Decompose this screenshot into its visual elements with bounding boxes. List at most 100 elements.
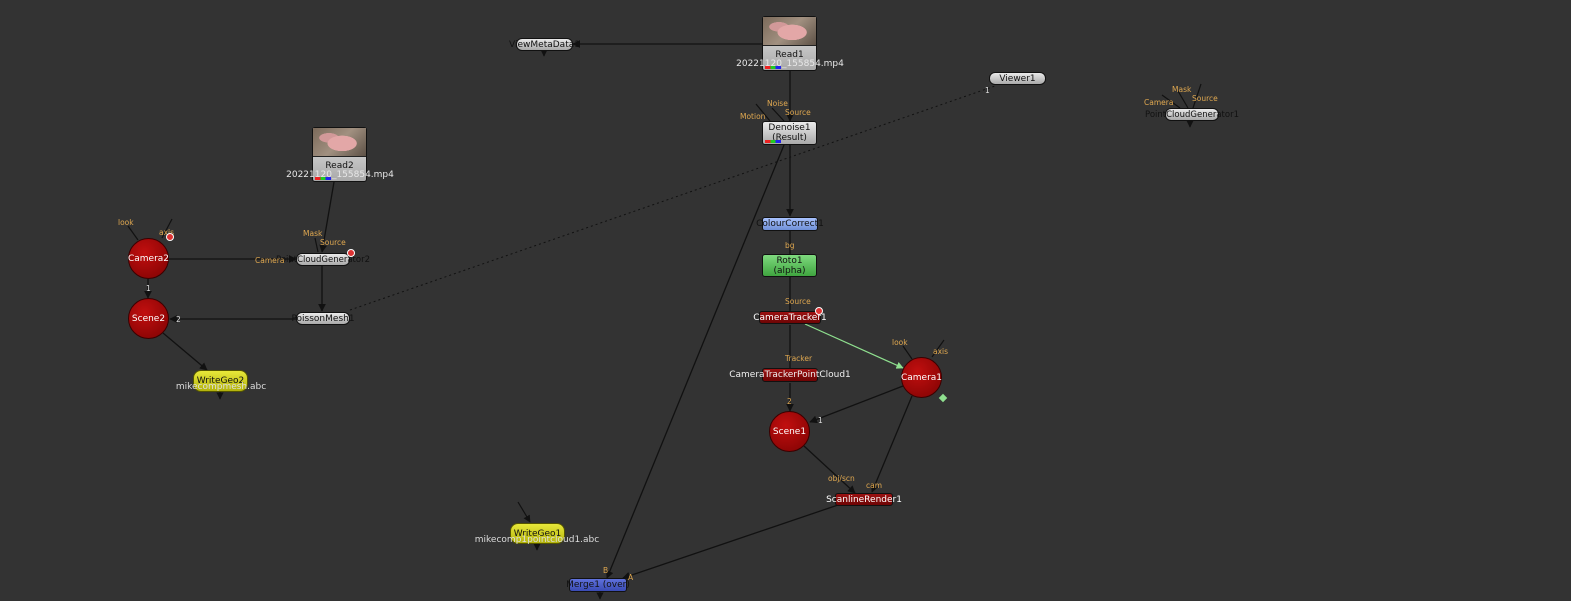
scene1-port-1: 1: [818, 416, 823, 425]
read1-label: Read1: [775, 50, 804, 60]
denoise1-port-motion: Motion: [740, 112, 766, 121]
edge-scene1-scanline[interactable]: [803, 445, 856, 494]
scanlinerender1-port-objscn: obj/scn: [828, 474, 855, 483]
denoise1-channel-swatch: [765, 140, 781, 143]
writegeo2-file: mikecompmesh.abc: [175, 382, 267, 392]
edge-poisson-viewer[interactable]: [349, 85, 996, 311]
camera1-port-look: look: [892, 338, 908, 347]
roto1-label: Roto1: [776, 255, 803, 266]
cameratrackerpointcloud1-node[interactable]: [762, 368, 818, 382]
edge-read2-pcg2[interactable]: [319, 181, 335, 253]
read2-label: Read2: [325, 161, 354, 171]
roto1-node[interactable]: Roto1 (alpha): [762, 254, 817, 277]
writegeo1-file: mikecomp1pointcloud1.abc: [474, 535, 600, 545]
cameratrackerpointcloud1-label: CameraTrackerPointCloud1: [729, 370, 851, 380]
pcg2-port-source: Source: [320, 238, 346, 247]
scene1-node[interactable]: Scene1: [769, 411, 810, 452]
writegeo2-node[interactable]: WriteGeo2: [193, 370, 248, 392]
cameratracker1-node[interactable]: CameraTracker1: [753, 311, 827, 324]
edge-pcg1-camera-stub: [1161, 94, 1181, 109]
merge1-port-a: A: [628, 573, 634, 582]
merge1-node[interactable]: Merge1 (over): [566, 578, 630, 592]
edge-ct-camera1-link[interactable]: [804, 323, 904, 369]
viewer1-input-1: 1: [985, 86, 990, 95]
edge-pcg1-mask-stub: [1177, 90, 1189, 109]
edge-scanline-merge[interactable]: [622, 504, 839, 580]
viewer1-node[interactable]: Viewer1: [989, 72, 1046, 85]
read2-thumbnail: [313, 128, 366, 157]
edge-writegeo1-stub: [517, 501, 531, 523]
denoise1-node[interactable]: Denoise1 (Result): [762, 121, 817, 145]
edge-noise-stub: [771, 107, 785, 122]
merge1-port-b: B: [603, 566, 609, 575]
viewer1-label: Viewer1: [999, 73, 1036, 84]
scene1-label: Scene1: [772, 426, 807, 437]
camera2-port-axis: axis: [159, 228, 175, 237]
cameratracker1-label: CameraTracker1: [753, 312, 827, 323]
edge-scene2-writegeo2[interactable]: [162, 332, 208, 371]
scene2-node[interactable]: Scene2: [128, 298, 169, 339]
denoise1-port-source: Source: [785, 108, 811, 117]
pointcloudgenerator1-node[interactable]: PointCloudGenerator1: [1145, 108, 1239, 121]
camera1-node[interactable]: Camera1: [901, 357, 942, 398]
denoise1-sub: (Result): [772, 133, 807, 143]
colourcorrect1-label: ColourCorrect1: [756, 219, 824, 229]
edge-camera2-look-stub: [127, 225, 139, 241]
pointcloudgenerator2-node[interactable]: PointCloudGenerator2: [276, 253, 370, 266]
read2-channel-swatch: [315, 177, 331, 180]
scanlinerender1-node[interactable]: ScanlineRender1: [826, 493, 902, 506]
pcg1-port-camera: Camera: [1144, 98, 1174, 107]
read1-node[interactable]: Read1: [762, 16, 817, 71]
edge-pcg1-source-stub: [1192, 83, 1202, 109]
pcg2-port-camera: Camera: [255, 256, 285, 265]
scene2-port-1: 1: [146, 284, 151, 293]
denoise1-port-noise: Noise: [767, 99, 788, 108]
pointcloudgenerator2-label: PointCloudGenerator2: [276, 254, 370, 265]
scanlinerender1-port-cam: cam: [866, 481, 883, 490]
camera2-node[interactable]: Camera2: [128, 238, 169, 279]
denoise1-label: Denoise1: [768, 123, 811, 133]
camera1-port-axis: axis: [933, 347, 949, 356]
pcg1-port-mask: Mask: [1172, 85, 1192, 94]
writegeo1-label: WriteGeo1: [513, 528, 562, 539]
edge-camera2-axis-stub: [161, 218, 173, 239]
writegeo1-node[interactable]: WriteGeo1: [510, 523, 565, 544]
roto1-port-bg: bg: [785, 241, 795, 250]
camera2-plus-icon: [166, 233, 174, 241]
read1-file: 20221120_155854.mp4: [736, 59, 844, 69]
pcg2-port-mask: Mask: [303, 229, 323, 238]
edge-look-stub: [902, 345, 913, 360]
pointcloudgenerator1-label: PointCloudGenerator1: [1145, 109, 1239, 120]
read1-thumbnail: [763, 17, 816, 46]
scene2-label: Scene2: [131, 313, 166, 324]
read2-node[interactable]: Read2: [312, 127, 367, 182]
edge-pcg2-mask-stub: [314, 237, 319, 253]
pcg2-plus-icon: [347, 249, 355, 257]
edge-denoise-merge[interactable]: [606, 144, 785, 579]
viewmetadata1-label: ViewMetaData1: [509, 39, 580, 50]
cameratracker1-port-source: Source: [785, 297, 811, 306]
poissonmesh1-label: PoissonMesh1: [291, 313, 355, 324]
writegeo2-label: WriteGeo2: [196, 376, 245, 386]
pcg1-port-source: Source: [1192, 94, 1218, 103]
colourcorrect1-node[interactable]: ColourCorrect1: [756, 217, 824, 231]
read1-channel-swatch: [765, 66, 781, 69]
camera2-label: Camera2: [127, 253, 170, 264]
cameratracker1-plus-icon: [815, 307, 823, 315]
scene1-port-2: 2: [787, 397, 792, 406]
camera1-label: Camera1: [900, 372, 943, 383]
edge-camera1-scanline[interactable]: [871, 395, 913, 493]
edge-motion-stub: [755, 103, 771, 122]
camera2-port-look: look: [118, 218, 134, 227]
edge-axis-stub: [931, 339, 945, 358]
viewmetadata1-node[interactable]: ViewMetaData1: [509, 38, 580, 51]
scanlinerender1-label: ScanlineRender1: [826, 494, 902, 505]
ctpc1-port-tracker: Tracker: [785, 354, 813, 363]
roto1-sub: (alpha): [773, 265, 806, 276]
merge1-label: Merge1 (over): [566, 580, 630, 590]
scene2-port-2: 2: [176, 315, 181, 324]
poissonmesh1-node[interactable]: PoissonMesh1: [291, 312, 355, 325]
edge-camera1-scene1[interactable]: [809, 385, 904, 424]
